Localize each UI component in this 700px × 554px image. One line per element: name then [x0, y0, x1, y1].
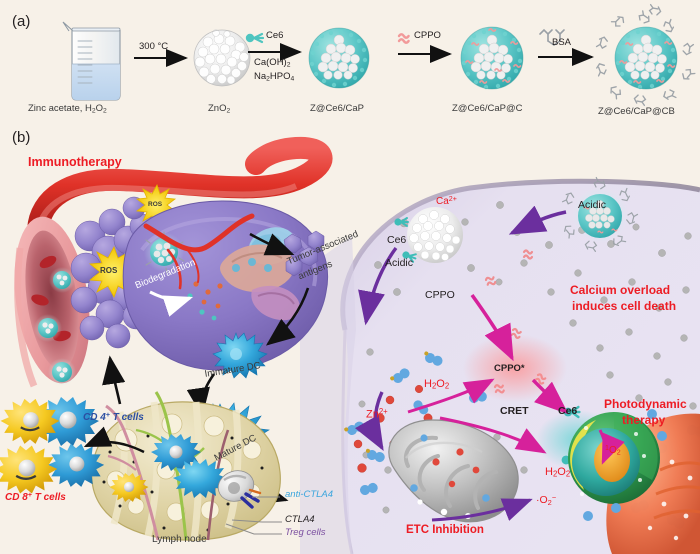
ros-label-2: ROS: [100, 266, 118, 275]
z-ce6-cap-c-nanoparticle-icon: [460, 26, 524, 90]
internalized-np-in-tumor: [144, 231, 185, 274]
etc-inhibition-arrow: [431, 498, 533, 522]
calcium-ion-label: Ca2+: [436, 195, 457, 207]
bsa-reagent-label: BSA: [552, 37, 572, 48]
ce6-cret-label: Ce6: [558, 405, 578, 417]
cret-arrow: [531, 378, 569, 415]
temp-300c-label: 300 °C: [139, 41, 169, 52]
circulating-nanoparticles: [34, 267, 76, 386]
bsa-protein-icon: [539, 28, 565, 46]
beaker-caption: Zinc acetate, H2O2: [28, 103, 107, 115]
h2o2-to-cppo-arrow: [407, 378, 495, 414]
t-cell-in-lymphnode: [151, 434, 201, 471]
pdt-arrow: [598, 429, 625, 465]
released-zno2-core-icon: [407, 207, 463, 263]
cppo-excited-label: CPPO*: [494, 363, 525, 374]
cret-label: CRET: [500, 405, 529, 417]
antigen-to-dc-arrow: [265, 287, 310, 346]
antigen-release-arrow: [249, 232, 295, 256]
vessel-lumen-opening: [14, 216, 90, 388]
t-cell-efflux-arrow: [83, 426, 145, 454]
na2hpo4-label: Na2HPO4: [254, 71, 295, 83]
panel-a-graphics: [62, 3, 696, 107]
beaker-icon: [62, 21, 121, 101]
acidic-label-left: Acidic: [385, 257, 414, 269]
immunotherapy-title: Immunotherapy: [28, 155, 122, 169]
antigen-presenting-dc: [173, 459, 227, 498]
z-ce6-cap-c-caption: Z@Ce6/CaP@C: [452, 103, 523, 114]
acidic-arrow-top: [508, 205, 567, 235]
cd4-t-cells-group: [35, 397, 105, 487]
biodegradation-arrow: [149, 290, 194, 317]
internalized-nanoparticle-icon: [561, 176, 639, 252]
panel-a-label: (a): [12, 13, 31, 30]
etc-inhibition-label: ETC Inhibition: [406, 524, 484, 536]
acidic-arrow-left: [358, 246, 398, 326]
calcium-overload-line2: induces cell death: [572, 299, 677, 313]
zn-ion-label: Zn2+: [366, 407, 388, 421]
mitochondrion-icon: [388, 419, 519, 523]
blood-vessel: [27, 136, 333, 241]
ctla4-label: CTLA4: [285, 514, 315, 525]
pdt-line2: therapy: [622, 413, 666, 427]
singlet-oxygen-label: 1O2: [605, 444, 621, 457]
panel-b-left-scene: [0, 136, 333, 541]
cd8-t-cells-label: CD 8+ T cells: [5, 491, 66, 503]
anti-ctla4-label: anti-CTLA4: [285, 489, 334, 500]
caoh2-label: Ca(OH)2: [254, 57, 291, 69]
treg-cell-icon: [217, 470, 262, 509]
free-ce6-molecules: [394, 217, 417, 263]
t-cell-yellow-in-lymphnode: [109, 472, 149, 502]
cppo-reagent-label: CPPO: [414, 30, 441, 41]
z-ce6-cap-cb-nanoparticle-icon: [595, 3, 696, 107]
ce6-reagent-label: Ce6: [266, 30, 284, 41]
zno2-caption: ZnO2: [208, 103, 231, 115]
lymph-node-label: Lymph node: [152, 534, 207, 545]
vessel-highlight: [35, 183, 298, 233]
zno2-nanosphere-icon: [193, 29, 251, 87]
calcium-overload-line1: Calcium overload: [570, 283, 671, 297]
superoxide-label: ·O2−: [536, 493, 557, 507]
acidic-label-top: Acidic: [578, 199, 607, 211]
panel-b-label: (b): [12, 129, 31, 146]
cppo-activation-arrow: [470, 293, 514, 362]
cd4-t-cells-label: CD 4+ T cells: [83, 411, 144, 423]
zn-to-mito-arrow: [355, 391, 384, 451]
z-ce6-cap-nanoparticle-icon: [308, 27, 370, 89]
cd8-t-cells-group: [0, 398, 60, 494]
cppo-molecule-icon: [397, 33, 410, 44]
h2o2-label-mid: H2O2: [545, 466, 571, 479]
ce6-label-top: Ce6: [387, 234, 407, 246]
t-cell-to-tumor-arrow: [102, 355, 126, 405]
released-tumor-antigens: [283, 230, 325, 277]
treg-cells-label: Treg cells: [285, 527, 326, 538]
ce6-molecule-icon: [245, 32, 265, 44]
panel-b-right-scene: [300, 176, 700, 554]
h2o2-label-left: H2O2: [424, 378, 450, 391]
pdt-line1: Photodynamic: [604, 397, 687, 411]
leader-lines: [225, 496, 282, 535]
cppo-label: CPPO: [425, 289, 455, 301]
ros-label-1: ROS: [148, 201, 163, 208]
h2o2-generation-arrow: [439, 416, 547, 454]
z-ce6-cap-cb-caption: Z@Ce6/CaP@CB: [598, 106, 675, 117]
immature-dc-icon: [212, 332, 268, 379]
z-ce6-cap-caption: Z@Ce6/CaP: [310, 103, 364, 114]
